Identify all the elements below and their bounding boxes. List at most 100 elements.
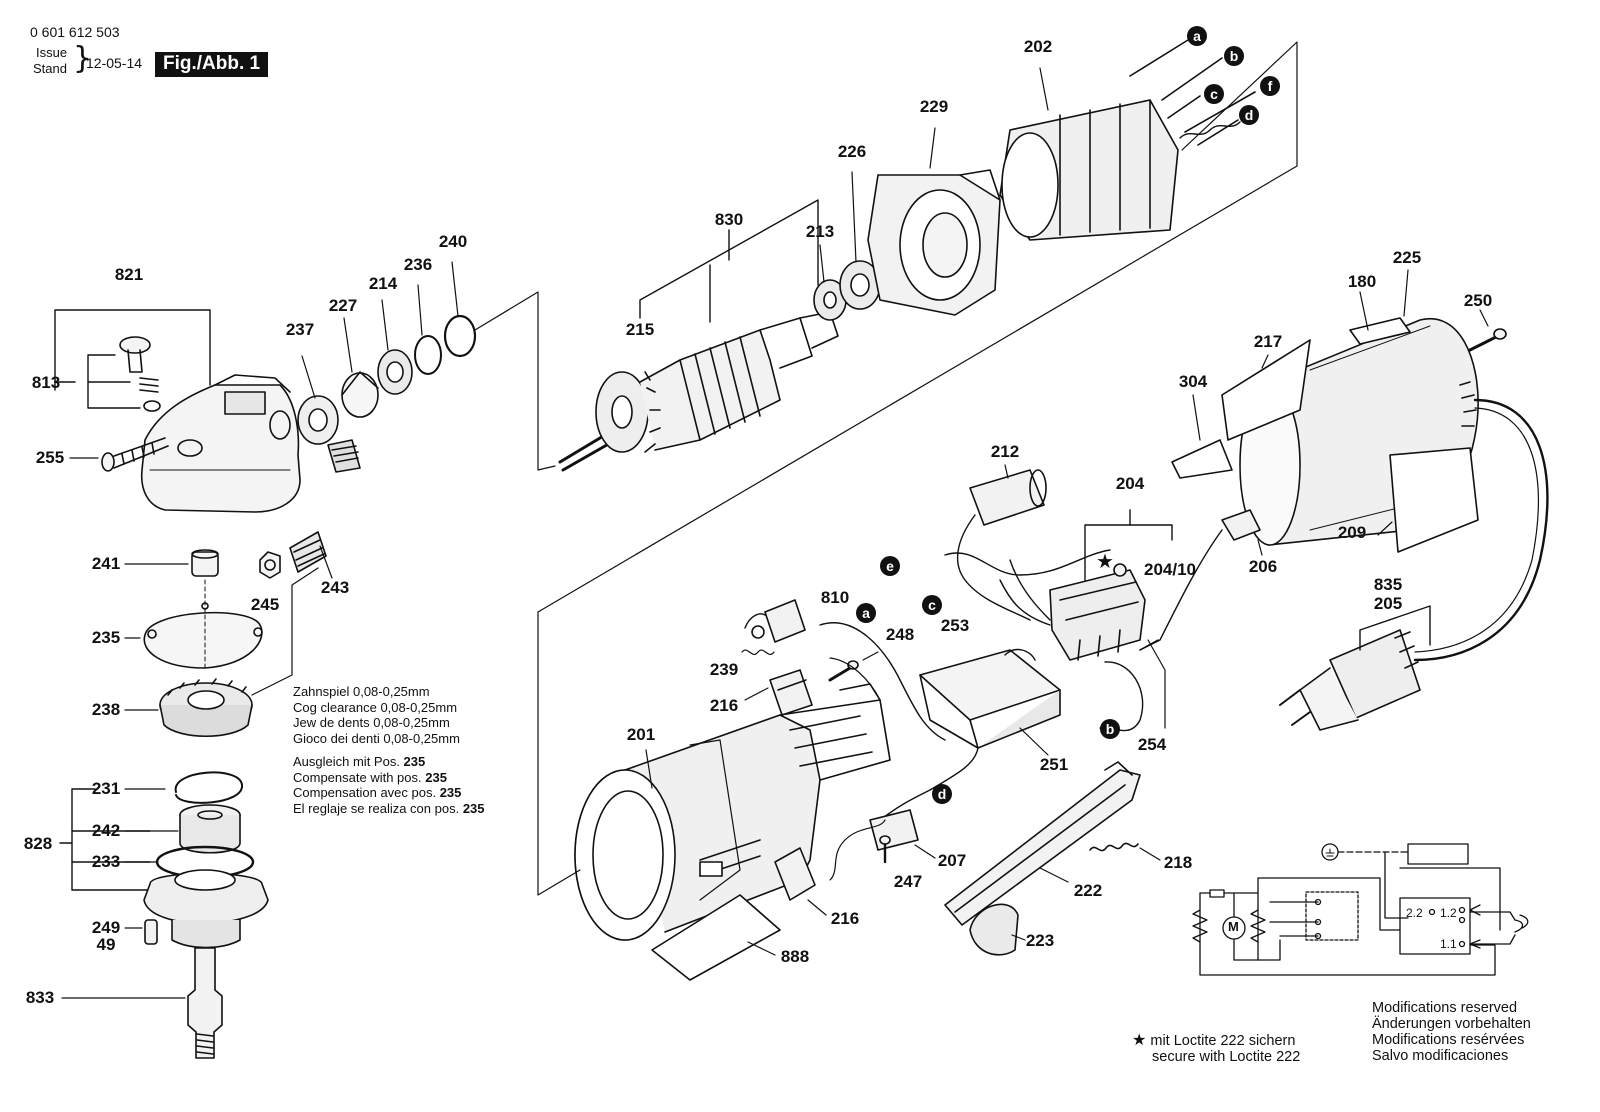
backlash-line: Cog clearance 0,08-0,25mm: [293, 699, 458, 715]
field-coil-202: [999, 67, 1179, 241]
wire-marker: e: [880, 556, 900, 576]
part-label: 201: [626, 725, 656, 744]
capacitor-212: [956, 464, 1047, 621]
part-label: 207: [937, 851, 967, 870]
part-label: 247: [893, 872, 923, 891]
part-label: 813: [31, 373, 61, 392]
wire-marker: d: [932, 784, 952, 804]
fan-baffle-229: [867, 127, 1001, 316]
part-label: 242: [91, 821, 121, 840]
part-label: 204/10: [1144, 560, 1196, 579]
part-label: 248: [885, 625, 915, 644]
switch-rod-222: [944, 761, 1141, 926]
wire-marker: c: [1204, 84, 1224, 104]
front-housing-201: [574, 683, 891, 941]
part-label: 225: [1392, 248, 1422, 267]
part-label: 216: [830, 909, 860, 928]
part-label: 239: [709, 660, 739, 679]
part-label: 229: [919, 97, 949, 116]
brace-glyph: }: [73, 41, 93, 76]
compensation-line: El reglaje se realiza con pos. 235: [293, 800, 485, 816]
button-813: [119, 336, 161, 412]
part-label: 821: [114, 265, 144, 284]
part-label: 202: [1023, 37, 1053, 56]
stand-label: Stand: [33, 61, 67, 76]
motor-symbol-label: M: [1228, 919, 1239, 934]
modifications-note: Modifications reserved Änderungen vorbeh…: [1372, 1000, 1531, 1064]
backlash-line: Gioco dei denti 0,08-0,25mm: [293, 730, 460, 746]
compensation-line: Ausgleich mit Pos. 235: [293, 754, 426, 769]
part-label: 254: [1137, 735, 1167, 754]
wire-marker: b: [1224, 46, 1244, 66]
part-label: 250: [1463, 291, 1493, 310]
part-label: 227: [328, 296, 358, 315]
choke-810: [744, 599, 806, 643]
document-number: 0 601 612 503: [30, 24, 120, 40]
part-label: 304: [1178, 372, 1208, 391]
issue-date: 12-05-14: [86, 55, 143, 71]
wire-marker: c: [922, 595, 942, 615]
part-label: 255: [35, 448, 65, 467]
part-label: 226: [837, 142, 867, 161]
terminal-22-label: 2.2: [1406, 906, 1423, 920]
part-label: 243: [320, 578, 350, 597]
gear-237: [297, 355, 339, 445]
bearing-214: [377, 299, 413, 395]
part-label: 240: [438, 232, 468, 251]
part-label: 238: [91, 700, 121, 719]
part-label: 205: [1373, 594, 1403, 613]
circlip-240: [443, 261, 477, 358]
part-label: 237: [285, 320, 315, 339]
backlash-note: Zahnspiel 0,08-0,25mm Cog clearance 0,08…: [293, 684, 460, 746]
part-label: 253: [940, 616, 970, 635]
compensation-line: Compensation avec pos. 235: [293, 785, 462, 800]
armature-215: [558, 311, 839, 472]
backlash-line: Zahnspiel 0,08-0,25mm: [293, 684, 430, 699]
part-label: 218: [1163, 853, 1193, 872]
part-label: 835: [1373, 575, 1403, 594]
part-label: 810: [820, 588, 850, 607]
wire-marker: b: [1100, 719, 1120, 739]
part-label: 830: [714, 210, 744, 229]
wire-marker: a: [856, 603, 876, 623]
terminal-12-label: 1.2: [1440, 906, 1457, 920]
ring-236: [414, 284, 442, 375]
part-label: 204: [1115, 474, 1145, 493]
part-label: 213: [805, 222, 835, 241]
part-label: 214: [368, 274, 398, 293]
screw-255: [69, 437, 169, 472]
part-label: 217: [1253, 332, 1283, 351]
part-label: 249: [91, 918, 121, 937]
part-label: 231: [91, 779, 121, 798]
part-label: 49: [96, 935, 116, 954]
part-label: 235: [91, 628, 121, 647]
loctite-note: ★ mit Loctite 222 sichern secure with Lo…: [1132, 1030, 1301, 1066]
part-label: 828: [23, 834, 53, 853]
star-icon: ★: [1132, 1030, 1147, 1049]
wire-marker: f: [1260, 76, 1280, 96]
part-label: 222: [1073, 881, 1103, 900]
wire-marker: d: [1239, 105, 1259, 125]
part-label: 215: [625, 320, 655, 339]
part-label: 223: [1025, 931, 1055, 950]
part-label: 206: [1248, 557, 1278, 576]
part-label: 251: [1039, 755, 1069, 774]
wire-marker: a: [1187, 26, 1207, 46]
part-label: 209: [1337, 523, 1367, 542]
part-label: 245: [250, 595, 280, 614]
compensation-line: Compensate with pos. 235: [293, 769, 447, 785]
plug-205: [1279, 605, 1431, 731]
part-label: 888: [780, 947, 810, 966]
part-label: 216: [709, 696, 739, 715]
part-label: 180: [1347, 272, 1377, 291]
figure-label: Fig./Abb. 1: [155, 52, 269, 77]
backlash-line: Jew de dents 0,08-0,25mm: [293, 715, 450, 730]
electronic-module-251: [919, 648, 1061, 756]
part-label: 212: [990, 442, 1020, 461]
part-label: 233: [91, 852, 121, 871]
gear-housing-821: [140, 374, 301, 513]
issue-label: Issue: [36, 45, 68, 60]
loctite-star-marker: ★: [1096, 549, 1114, 573]
wiring-schematic: [1192, 843, 1529, 976]
